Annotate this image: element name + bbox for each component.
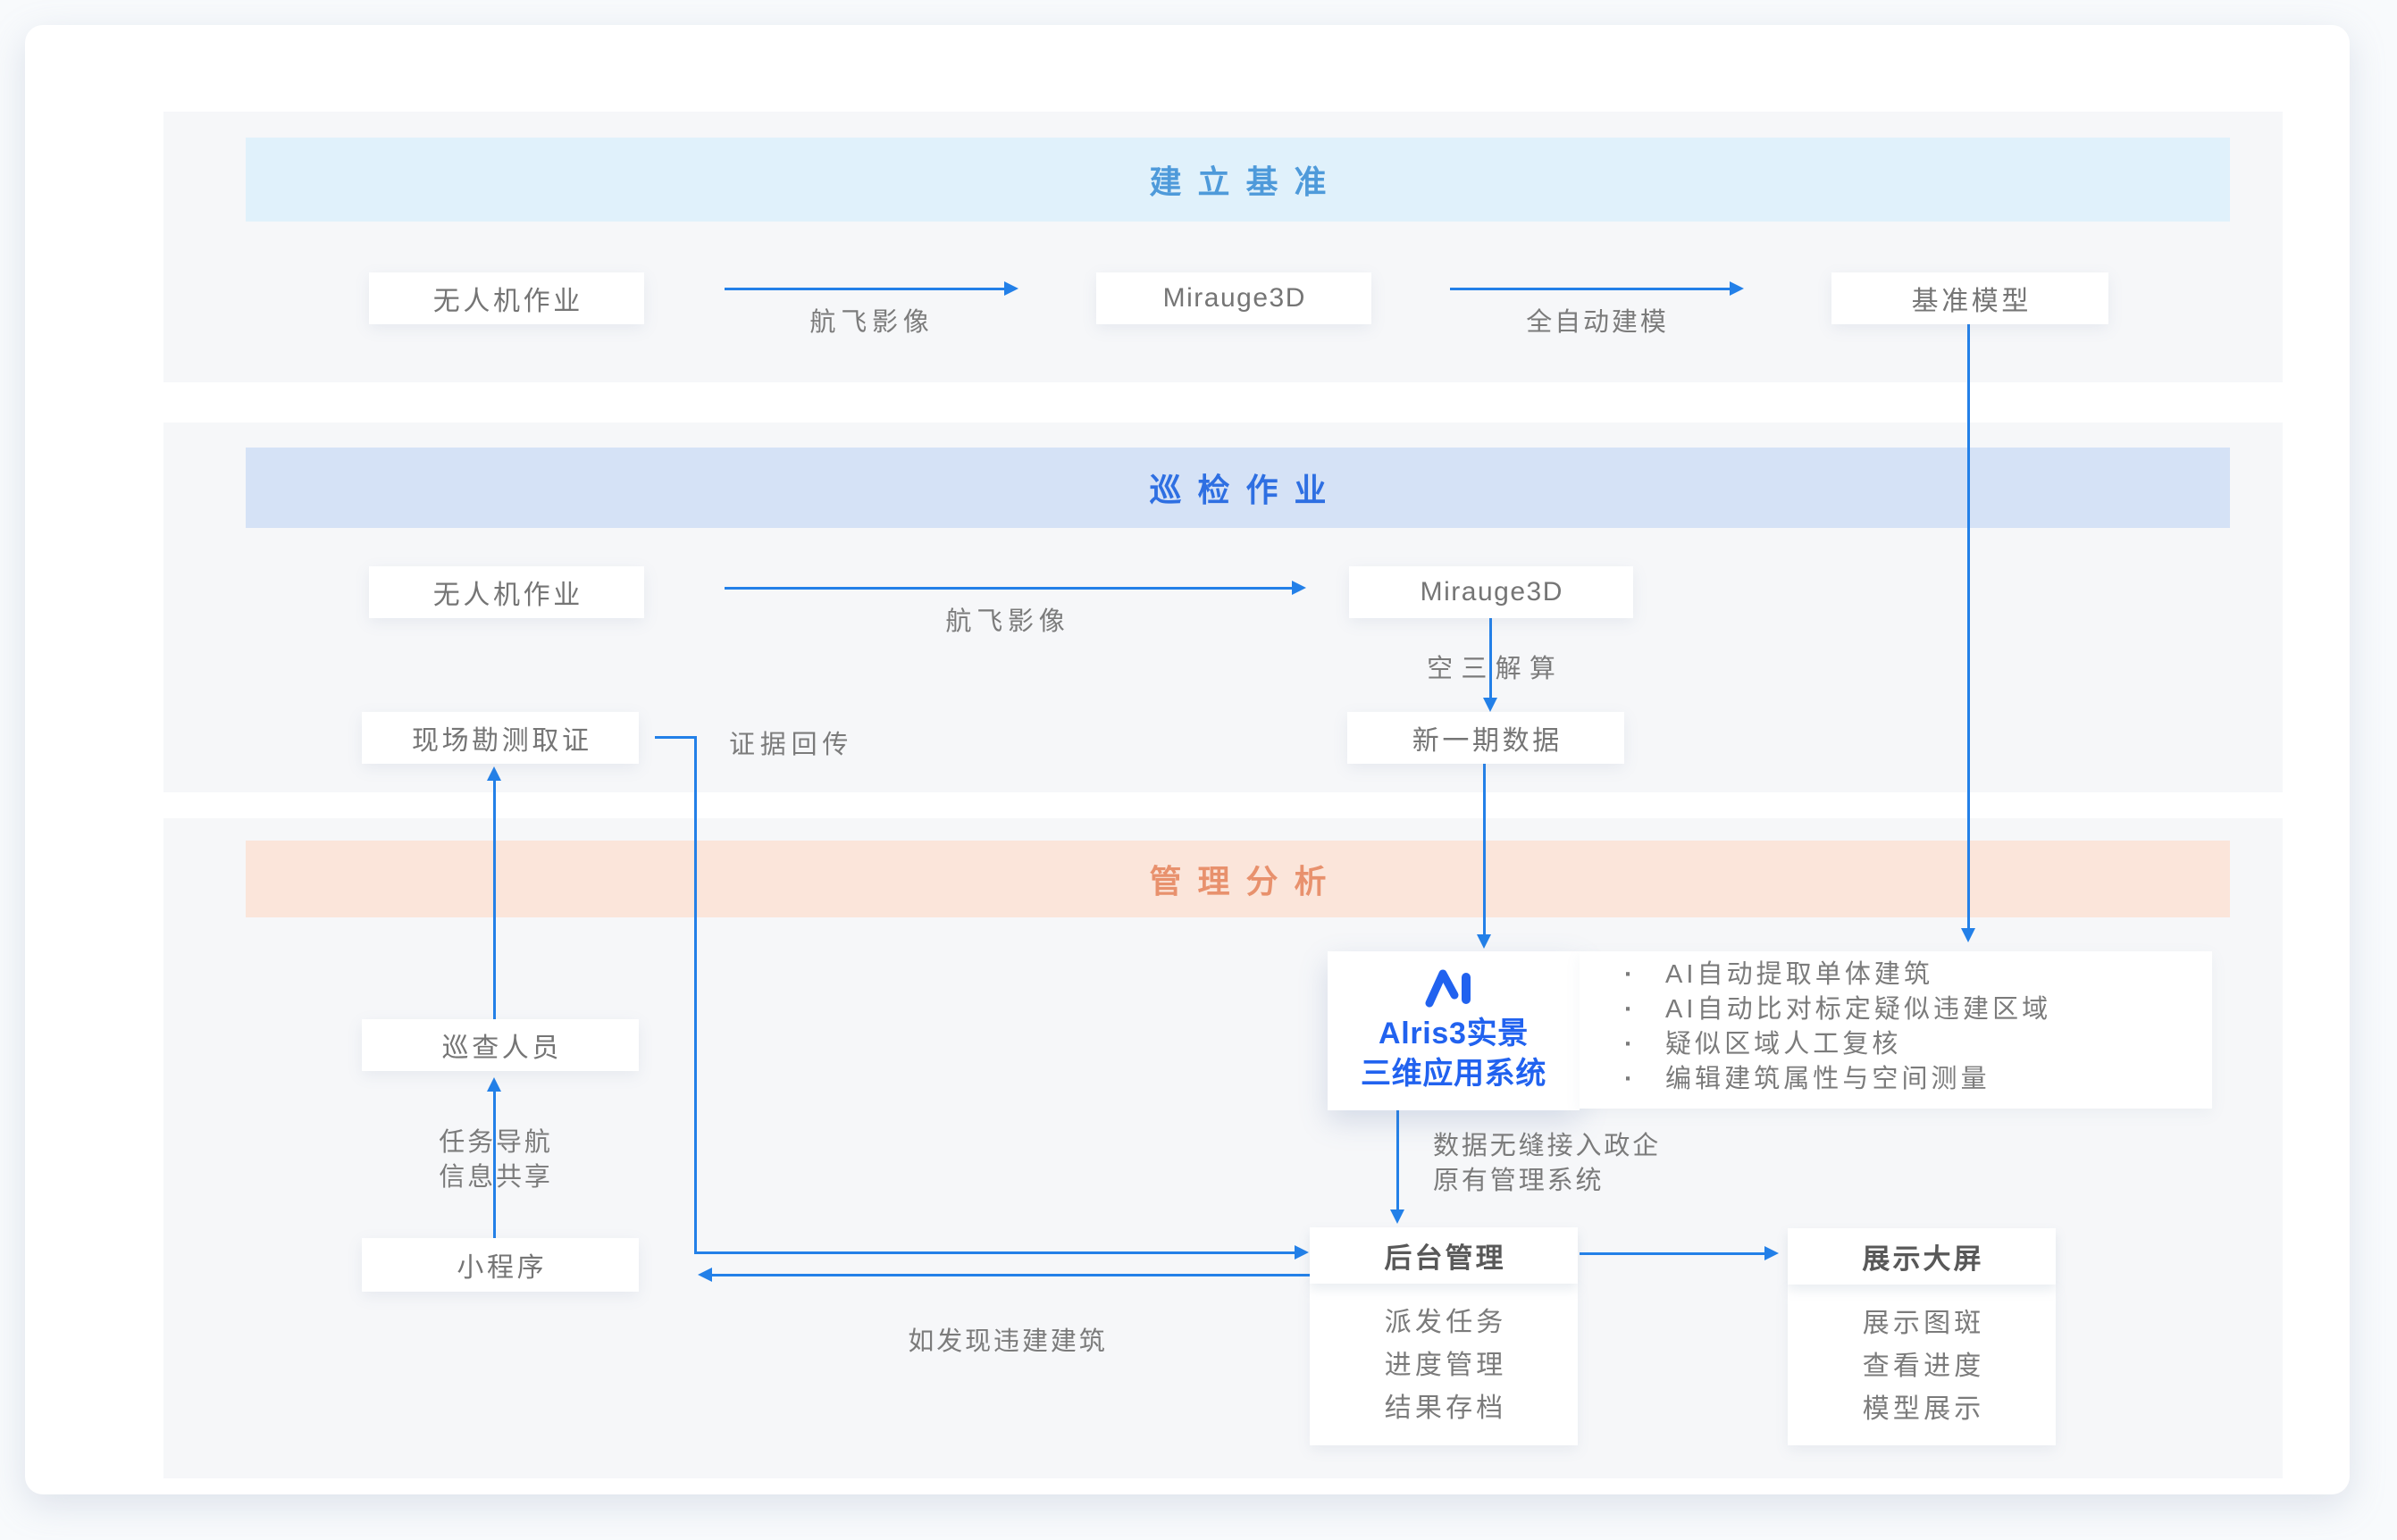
label-flight-imagery-baseline: 航飞影像: [809, 308, 934, 337]
screen-item: 展示图斑: [1862, 1309, 1985, 1338]
feature-item: AI自动提取单体建筑: [1580, 958, 2212, 992]
section-title-management: 管理分析: [246, 841, 2230, 917]
alris-title-line2: 三维应用系统: [1360, 1057, 1547, 1091]
arrow-basemodel-to-features: [1961, 324, 1975, 942]
arrow-alris-to-backend: [1390, 1110, 1404, 1224]
label-task-navigation-line1: 任务导航: [439, 1128, 553, 1157]
section-title-baseline: 建立基准: [246, 138, 2230, 222]
label-data-integration-line2: 原有管理系统: [1433, 1167, 1605, 1195]
node-mirauge3d-inspection: Mirauge3D: [1349, 566, 1633, 618]
label-task-navigation: 任务导航 信息共享: [362, 1126, 630, 1195]
node-uav-baseline: 无人机作业: [369, 272, 644, 324]
node-uav-inspection: 无人机作业: [369, 566, 644, 618]
label-auto-modeling: 全自动建模: [1526, 308, 1669, 337]
label-flight-imagery-inspection: 航飞影像: [945, 607, 1070, 636]
arrow-evidence-to-backend: [694, 1245, 1309, 1260]
screen-item: 模型展示: [1862, 1394, 1985, 1424]
arrow-backend-to-screen: [1580, 1246, 1779, 1260]
arrow-mirauge-to-basemodel: [1450, 281, 1744, 296]
section-title-inspection: 巡检作业: [246, 448, 2230, 528]
node-inspector: 巡查人员: [362, 1019, 639, 1071]
node-backend-management: 后台管理: [1310, 1227, 1578, 1284]
node-miniapp: 小程序: [362, 1238, 639, 1292]
node-base-model: 基准模型: [1831, 272, 2108, 324]
features-panel: AI自动提取单体建筑 AI自动比对标定疑似违建区域 疑似区域人工复核 编辑建筑属…: [1580, 951, 2212, 1109]
node-field-survey: 现场勘测取证: [362, 712, 639, 764]
label-violation-found: 如发现违建建筑: [908, 1327, 1108, 1356]
screen-item: 查看进度: [1862, 1352, 1985, 1381]
feature-item: 编辑建筑属性与空间测量: [1580, 1062, 2212, 1097]
label-evidence-upload: 证据回传: [729, 731, 854, 759]
screen-items-panel: 展示图斑 查看进度 模型展示: [1788, 1285, 2056, 1445]
features-list: AI自动提取单体建筑 AI自动比对标定疑似违建区域 疑似区域人工复核 编辑建筑属…: [1580, 958, 2212, 1097]
node-new-data: 新一期数据: [1347, 712, 1624, 764]
node-alris3-system: Alris3实景 三维应用系统: [1328, 951, 1580, 1110]
label-data-integration: 数据无缝接入政企 原有管理系统: [1433, 1129, 1661, 1199]
feature-item: AI自动比对标定疑似违建区域: [1580, 992, 2212, 1027]
label-data-integration-line1: 数据无缝接入政企: [1433, 1132, 1662, 1160]
diagram-card: 建立基准 巡检作业 管理分析 无人机作业 航飞影像 Mirauge3D 全自动建…: [25, 25, 2350, 1494]
label-info-sharing-line2: 信息共享: [439, 1163, 553, 1192]
backend-item: 进度管理: [1384, 1351, 1507, 1380]
label-aerotriangulation: 空三解算: [1427, 655, 1564, 683]
alris-title-line1: Alris3实景: [1379, 1017, 1529, 1050]
arrow-uav-to-mirauge-inspection: [725, 581, 1306, 595]
backend-item: 结果存档: [1384, 1394, 1507, 1423]
arrow-miniapp-to-inspector: [487, 1077, 501, 1238]
backend-items-panel: 派发任务 进度管理 结果存档: [1310, 1284, 1578, 1445]
arrow-backend-to-fieldteam: [698, 1268, 1310, 1282]
feature-item: 疑似区域人工复核: [1580, 1027, 2212, 1062]
node-mirauge3d-baseline: Mirauge3D: [1096, 272, 1371, 324]
alris-logo-icon: [1425, 969, 1471, 1008]
line-evidence-elbow-horizontal: [655, 736, 696, 739]
line-evidence-elbow-vertical: [694, 736, 697, 1254]
backend-item: 派发任务: [1384, 1308, 1507, 1337]
arrow-uav-to-mirauge-baseline: [725, 281, 1018, 296]
node-display-screen: 展示大屏: [1788, 1228, 2056, 1285]
arrow-newdata-to-alris: [1477, 764, 1491, 949]
arrow-mirauge-to-newdata: [1483, 618, 1497, 712]
arrow-inspector-to-survey: [487, 766, 501, 1019]
